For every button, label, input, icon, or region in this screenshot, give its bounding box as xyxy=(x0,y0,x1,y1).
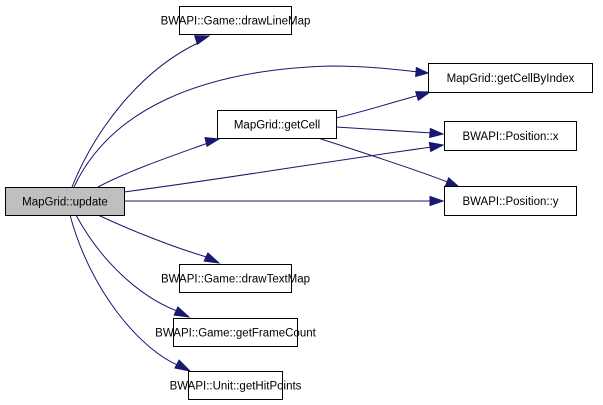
edge-line xyxy=(317,137,451,184)
edge-update-to-getCell xyxy=(97,137,221,188)
node-label: BWAPI::Position::x xyxy=(462,131,558,143)
edge-update-to-posY xyxy=(124,195,445,207)
arrowhead-icon xyxy=(203,252,221,264)
node-label: MapGrid::update xyxy=(22,197,108,209)
edge-update-to-getFrameCount xyxy=(75,214,191,318)
edge-update-to-posX xyxy=(123,141,445,193)
node-label: MapGrid::getCellByIndex xyxy=(447,73,575,85)
edge-line xyxy=(75,214,181,313)
edges-layer xyxy=(69,35,461,372)
node-drawLineMap[interactable]: BWAPI::Game::drawLineMap xyxy=(161,6,311,35)
node-box[interactable] xyxy=(444,121,577,151)
edge-line xyxy=(123,146,433,193)
arrowhead-icon xyxy=(429,195,445,207)
edge-update-to-drawTextMap xyxy=(97,214,221,264)
node-update[interactable]: MapGrid::update xyxy=(5,187,125,216)
arrowhead-icon xyxy=(193,35,211,46)
arrowhead-icon xyxy=(174,359,192,372)
node-getHitPoints[interactable]: BWAPI::Unit::getHitPoints xyxy=(170,371,302,400)
node-label: BWAPI::Unit::getHitPoints xyxy=(170,381,302,393)
node-box[interactable] xyxy=(179,264,292,293)
node-box[interactable] xyxy=(217,110,337,139)
node-posX[interactable]: BWAPI::Position::x xyxy=(444,121,577,151)
node-box[interactable] xyxy=(179,6,292,35)
edge-getCell-to-getCellByIndex xyxy=(335,91,432,119)
edge-line xyxy=(97,214,211,259)
node-getCell[interactable]: MapGrid::getCell xyxy=(217,110,337,139)
edge-line xyxy=(97,142,209,188)
node-getFrameCount[interactable]: BWAPI::Game::getFrameCount xyxy=(155,318,317,347)
arrowhead-icon xyxy=(429,127,445,139)
node-label: BWAPI::Game::drawTextMap xyxy=(161,274,310,286)
node-box[interactable] xyxy=(444,186,577,216)
edge-line xyxy=(335,126,433,134)
edge-line xyxy=(73,65,419,188)
arrowhead-icon xyxy=(204,137,221,148)
node-drawTextMap[interactable]: BWAPI::Game::drawTextMap xyxy=(161,264,310,293)
nodes-layer: MapGrid::update BWAPI::Game::drawLineMapM… xyxy=(5,6,593,400)
node-box[interactable] xyxy=(428,63,593,93)
node-label: BWAPI::Game::getFrameCount xyxy=(155,328,316,340)
edge-update-to-getHitPoints xyxy=(69,214,192,372)
node-box[interactable] xyxy=(188,371,283,400)
edge-line xyxy=(69,214,181,367)
arrowhead-icon xyxy=(414,91,432,102)
arrowhead-icon xyxy=(428,141,445,153)
edge-line xyxy=(335,94,421,119)
edge-update-to-drawLineMap xyxy=(71,35,211,188)
node-posY[interactable]: BWAPI::Position::y xyxy=(444,186,577,216)
node-box[interactable] xyxy=(173,318,298,347)
arrowhead-icon xyxy=(444,177,461,188)
edge-update-to-getCellByIndex xyxy=(73,65,430,188)
arrowhead-icon xyxy=(415,66,430,78)
edge-getCell-to-posX xyxy=(335,126,445,139)
node-label: BWAPI::Game::drawLineMap xyxy=(161,16,311,28)
arrowhead-icon xyxy=(173,306,191,318)
node-label: MapGrid::getCell xyxy=(234,120,320,132)
node-box[interactable] xyxy=(5,187,125,216)
node-getCellByIndex[interactable]: MapGrid::getCellByIndex xyxy=(428,63,593,93)
node-label: BWAPI::Position::y xyxy=(462,196,558,208)
edge-line xyxy=(71,41,201,188)
